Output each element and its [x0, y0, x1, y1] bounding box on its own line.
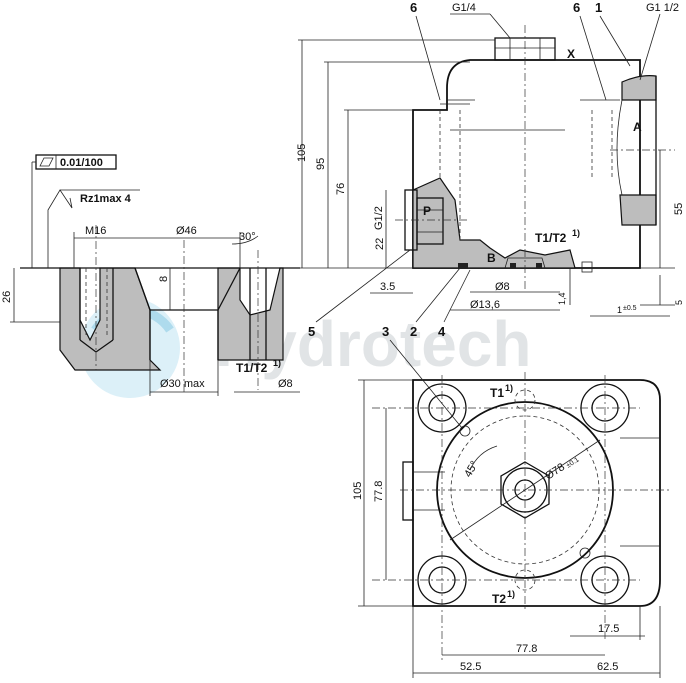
dim-22: 22 — [374, 238, 386, 250]
top-t2-label: T2 — [492, 592, 506, 606]
callout-6-right: 6 — [573, 0, 580, 15]
dim-77-8-vert: 77.8 — [373, 481, 385, 502]
callout-4: 4 — [438, 324, 446, 339]
dim-77-8-horiz: 77.8 — [516, 643, 537, 655]
dim-105: 105 — [296, 144, 308, 162]
dim-3-5: 3.5 — [380, 281, 395, 293]
thread-g1-4: G1/4 — [452, 2, 476, 14]
dim-dia-46: Ø46 — [176, 225, 197, 237]
dim-dia-30-max: Ø30 max — [160, 378, 205, 390]
port-p-label: P — [423, 204, 431, 218]
dim-26: 26 — [1, 291, 13, 303]
top-t1-sup: 1) — [505, 383, 513, 393]
callout-5: 5 — [308, 324, 315, 339]
callout-2: 2 — [410, 324, 417, 339]
port-t1t2-label: T1/T2 — [535, 231, 567, 245]
side-view: 105 95 76 22 55 5 1,4 3.5 1 ±0.5 Ø8 Ø13,… — [296, 0, 685, 339]
dim-m16: M16 — [85, 225, 106, 237]
flatness-value: 0.01/100 — [60, 157, 103, 169]
dim-5: 5 — [674, 300, 684, 305]
port-x-label: X — [567, 47, 575, 61]
dim-17-5: 17.5 — [598, 623, 619, 635]
dim-1-4: 1,4 — [557, 292, 567, 305]
top-t2-sup: 1) — [507, 589, 515, 599]
port-a-label: A — [633, 120, 642, 134]
port-b-label: B — [487, 251, 496, 265]
dim-52-5: 52.5 — [460, 661, 481, 673]
detail-t1t2-label: T1/T2 — [236, 361, 268, 375]
dim-dia-78-tol: ±0.1 — [565, 456, 580, 469]
port-t1t2-sup: 1) — [572, 228, 580, 238]
thread-g1-2: G1/2 — [373, 206, 385, 230]
surface-finish-icon — [47, 189, 140, 268]
dim-dia-8: Ø8 — [495, 281, 510, 293]
dim-105-top: 105 — [352, 482, 364, 500]
dim-1: 1 — [617, 305, 622, 315]
callout-6-left: 6 — [410, 0, 417, 15]
dim-dia-8-detail: Ø8 — [278, 378, 293, 390]
top-view: T1 1) T2 1) Ø78 ±0.1 45° 3 105 77.8 77.8… — [352, 324, 672, 678]
dim-95: 95 — [315, 158, 327, 170]
dim-30-deg: 30° — [239, 231, 256, 243]
detail-t1t2-sup: 1) — [273, 358, 281, 368]
dim-55: 55 — [673, 203, 685, 215]
callout-1: 1 — [595, 0, 602, 15]
dim-dia-13-6: Ø13,6 — [470, 299, 500, 311]
top-t1-label: T1 — [490, 386, 504, 400]
flatness-icon — [39, 157, 54, 167]
mounting-detail-view: 26 M16 Ø46 30° 8 Ø30 max Ø8 T1/T2 1) 0.0… — [1, 154, 300, 396]
callout-3: 3 — [382, 324, 389, 339]
dim-1-tol: ±0.5 — [623, 305, 637, 312]
dim-45-deg: 45° — [462, 459, 481, 479]
dim-76: 76 — [335, 183, 347, 195]
dim-8: 8 — [158, 276, 170, 282]
thread-g1-1-2: G1 1/2 — [646, 2, 679, 14]
dim-62-5: 62.5 — [597, 661, 618, 673]
surface-finish: Rz1max 4 — [80, 193, 132, 205]
